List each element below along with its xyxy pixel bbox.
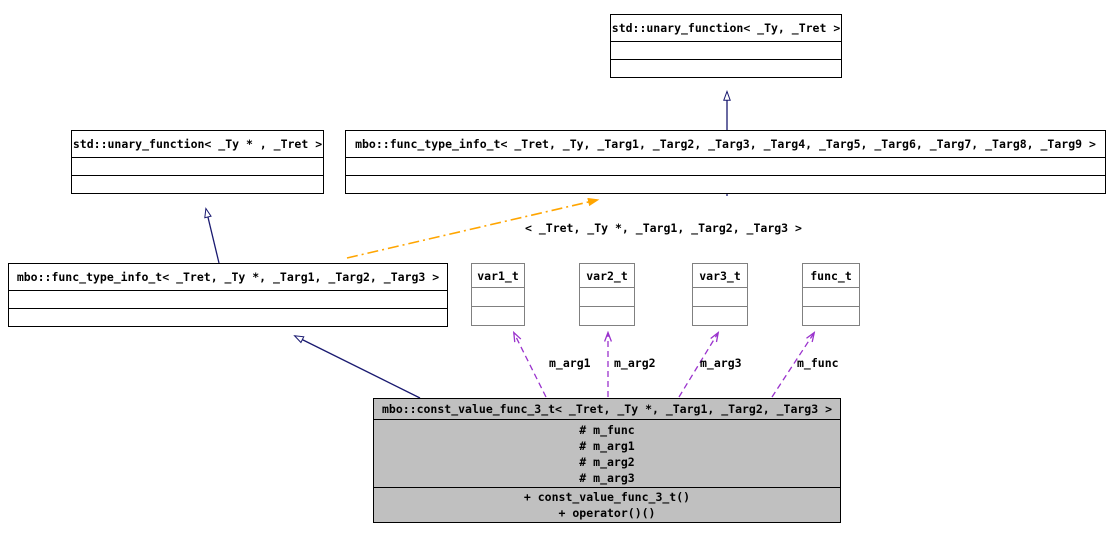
class-methods	[580, 306, 634, 325]
class-title: var1_t	[477, 268, 519, 283]
class-title: mbo::func_type_info_t< _Tret, _Ty *, _Ta…	[16, 270, 440, 284]
edge-inheritance-constvalue-to-funcinfo3	[293, 335, 421, 399]
class-attributes	[72, 157, 323, 175]
class-methods	[472, 306, 524, 325]
class-title: mbo::const_value_func_3_t< _Tret, _Ty *,…	[381, 402, 833, 416]
class-node-const-value-func-3-t[interactable]: mbo::const_value_func_3_t< _Tret, _Ty *,…	[373, 398, 841, 523]
class-methods	[72, 175, 323, 193]
class-node-var2-t[interactable]: var2_t	[579, 263, 635, 326]
class-attributes	[803, 287, 859, 306]
class-title: std::unary_function< _Ty, _Tret >	[611, 21, 841, 35]
class-attribute: # m_func	[579, 422, 635, 437]
class-attribute: # m_arg1	[579, 438, 635, 453]
class-title: var2_t	[586, 268, 628, 283]
edge-label-m-func: m_func	[797, 356, 839, 370]
class-title: var3_t	[699, 268, 741, 283]
class-methods	[803, 306, 859, 325]
class-attributes	[693, 287, 747, 306]
class-title: mbo::func_type_info_t< _Tret, _Ty, _Targ…	[355, 137, 1096, 151]
edge-inheritance-funcinfo3-to-unaryptr	[204, 207, 220, 264]
class-attributes	[9, 290, 447, 308]
edge-label-m-arg3: m_arg3	[700, 356, 742, 370]
edge-label-m-arg2: m_arg2	[614, 356, 656, 370]
class-attributes	[580, 287, 634, 306]
class-node-func-type-info-t-3[interactable]: mbo::func_type_info_t< _Tret, _Ty *, _Ta…	[8, 263, 448, 327]
class-methods	[346, 175, 1105, 193]
class-methods: + const_value_func_3_t() + operator()()	[374, 487, 840, 522]
class-node-std-unary-function-ty-tret[interactable]: std::unary_function< _Ty, _Tret >	[610, 14, 842, 78]
class-node-func-t[interactable]: func_t	[802, 263, 860, 326]
edge-usage-m-arg1	[514, 333, 547, 398]
class-attribute: # m_arg3	[579, 470, 635, 485]
class-methods	[693, 306, 747, 325]
class-methods	[611, 59, 841, 77]
class-title: func_t	[810, 268, 852, 283]
class-node-var3-t[interactable]: var3_t	[692, 263, 748, 326]
class-node-var1-t[interactable]: var1_t	[471, 263, 525, 326]
class-methods	[9, 308, 447, 326]
class-title: std::unary_function< _Ty * , _Tret >	[72, 137, 323, 151]
class-attribute: # m_arg2	[579, 454, 635, 469]
edge-label-m-arg1: m_arg1	[549, 356, 591, 370]
class-node-func-type-info-t-full[interactable]: mbo::func_type_info_t< _Tret, _Ty, _Targ…	[345, 130, 1106, 194]
class-method: + const_value_func_3_t()	[523, 490, 691, 504]
class-attributes: # m_func # m_arg1 # m_arg2 # m_arg3	[374, 419, 840, 487]
class-attributes	[611, 41, 841, 59]
class-method: + operator()()	[558, 506, 656, 520]
class-node-std-unary-function-typtr-tret[interactable]: std::unary_function< _Ty * , _Tret >	[71, 130, 324, 194]
edge-label-template-binding: < _Tret, _Ty *, _Targ1, _Targ2, _Targ3 >	[525, 221, 802, 235]
class-attributes	[346, 157, 1105, 175]
class-attributes	[472, 287, 524, 306]
